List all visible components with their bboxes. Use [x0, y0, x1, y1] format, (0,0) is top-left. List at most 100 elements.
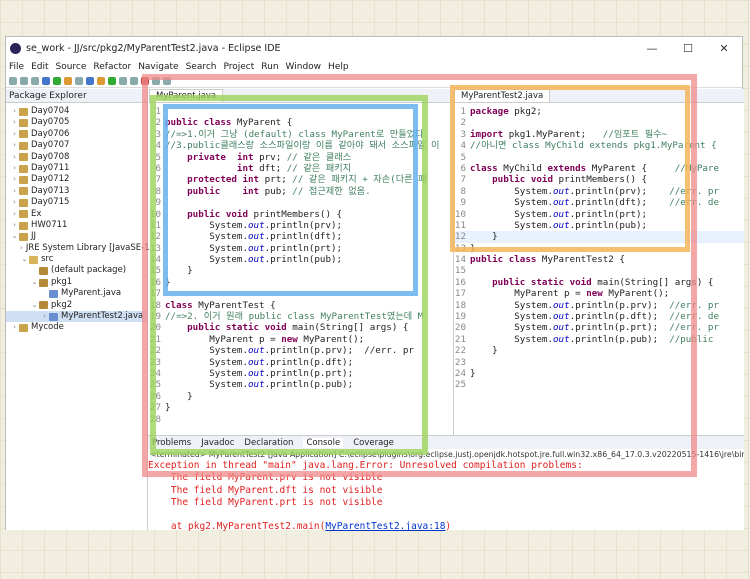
tree-item[interactable]: › Day0708 [6, 152, 147, 163]
expand-icon[interactable]: › [13, 163, 16, 172]
save-icon[interactable] [20, 76, 28, 85]
maximize-icon[interactable]: ☐ [683, 41, 693, 55]
external-tools-icon[interactable] [75, 76, 83, 85]
tab-myparent-java[interactable]: MyParent.java [149, 89, 224, 102]
code-token: .println(prt); [569, 208, 648, 220]
tree-item[interactable]: ›JRE System Library [JavaSE-1.8] [6, 243, 161, 254]
debug-icon[interactable] [42, 76, 50, 85]
code-token: new [281, 333, 298, 345]
coverage-icon[interactable] [64, 76, 72, 85]
code-token: System. [209, 242, 248, 254]
expand-icon[interactable]: › [13, 209, 16, 218]
expand-icon[interactable]: › [13, 129, 16, 138]
tree-item[interactable]: ›Day0713 [6, 186, 147, 197]
line-number: 19 [149, 311, 161, 323]
tree-item[interactable]: ›Day0712 [6, 174, 147, 185]
code-token: .println(pub); [264, 254, 343, 266]
stack-link[interactable]: MyParentTest2.java:18 [325, 521, 446, 533]
collapse-icon[interactable]: ⌄ [31, 300, 38, 309]
tree-item-selected[interactable]: ›MyParentTest2.java [6, 311, 147, 323]
tree-item[interactable]: ›Day0706 [6, 129, 147, 140]
menu-run[interactable]: Run [261, 61, 279, 72]
save-all-icon[interactable] [31, 76, 39, 85]
tree-item[interactable]: ⌄src [6, 254, 147, 265]
package-icon [39, 278, 48, 287]
new-package-icon[interactable] [97, 76, 105, 85]
menu-refactor[interactable]: Refactor [93, 61, 132, 72]
expand-icon[interactable]: › [13, 323, 16, 332]
code-token: out [553, 311, 570, 323]
minimize-icon[interactable]: — [646, 41, 658, 55]
menu-source[interactable]: Source [55, 61, 87, 72]
expand-icon[interactable]: › [13, 198, 16, 207]
line-number: 20 [454, 322, 466, 334]
tree-item[interactable]: ⌄JJ [6, 231, 147, 242]
tree-item[interactable]: ›Day0711 [6, 163, 147, 174]
forward-icon[interactable] [163, 76, 171, 85]
code-token: .println(dft); [569, 197, 670, 209]
new-class-icon[interactable] [108, 76, 116, 85]
tab-console[interactable]: Console [303, 437, 344, 448]
tree-item[interactable]: ›Ex [6, 209, 147, 220]
expand-icon[interactable]: › [13, 118, 16, 127]
tree-item[interactable]: ›Day0707 [6, 140, 147, 151]
expand-icon[interactable]: › [13, 220, 16, 229]
expand-icon[interactable]: › [13, 175, 16, 184]
expand-icon[interactable]: › [13, 107, 16, 115]
open-type-icon[interactable] [119, 76, 127, 85]
tab-myparenttest2-java[interactable]: MyParentTest2.java [454, 89, 551, 102]
project-icon [19, 221, 28, 230]
tree-item[interactable]: ⌄pkg1 [6, 277, 147, 288]
tree-item-label: Day0708 [31, 151, 70, 162]
menu-edit[interactable]: Edit [31, 61, 49, 72]
tree-item[interactable]: ›Day0704 [6, 106, 147, 117]
expand-icon[interactable]: › [13, 186, 16, 195]
tree-item[interactable]: ›HW0711 [6, 220, 147, 231]
expand-icon[interactable]: › [13, 152, 16, 161]
annotation-icon[interactable] [141, 76, 149, 85]
code-token: prv; [253, 151, 287, 163]
tree-item-label: Day0705 [31, 117, 70, 128]
expand-icon[interactable]: › [43, 312, 46, 321]
tree-item[interactable]: › Day0705 [6, 117, 147, 128]
tree-item[interactable]: ⌄pkg2 [6, 300, 147, 311]
stack-text: ) [445, 521, 452, 533]
back-icon[interactable] [152, 76, 160, 85]
tree-item[interactable]: ›Day0715 [6, 197, 147, 208]
line-number: 20 [149, 322, 161, 334]
run-icon[interactable] [53, 76, 61, 85]
menu-help[interactable]: Help [328, 61, 349, 72]
collapse-icon[interactable]: ⌄ [21, 255, 28, 264]
code-token: .println(dft); [264, 231, 343, 243]
search-icon[interactable] [130, 76, 138, 85]
code-comment: //=>2. 이거 원래 public class MyParentTest였는… [165, 311, 424, 323]
menu-window[interactable]: Window [285, 61, 322, 72]
menu-navigate[interactable]: Navigate [138, 61, 179, 72]
close-icon[interactable]: ✕ [719, 41, 729, 55]
tab-coverage[interactable]: Coverage [353, 437, 394, 448]
new-java-project-icon[interactable] [86, 76, 94, 85]
tab-problems[interactable]: Problems [152, 437, 192, 448]
menu-file[interactable]: File [9, 61, 25, 72]
tree-item[interactable]: (default package) [6, 265, 147, 276]
expand-icon[interactable]: › [20, 243, 23, 252]
new-icon[interactable] [9, 76, 17, 85]
java-file-icon [49, 312, 58, 321]
tree-item[interactable]: MyParent.java [6, 288, 147, 299]
project-icon [19, 119, 28, 128]
collapse-icon[interactable]: ⌄ [31, 277, 38, 286]
line-number: 22 [454, 345, 466, 357]
tab-declaration[interactable]: Declaration [244, 437, 294, 448]
code-comment: // 같은 클래스 [286, 151, 352, 163]
expand-icon[interactable]: › [13, 141, 16, 150]
collapse-icon[interactable]: ⌄ [11, 232, 18, 241]
menu-search[interactable]: Search [185, 61, 217, 72]
menu-project[interactable]: Project [223, 61, 255, 72]
code-token: System. [209, 219, 248, 231]
tree-item[interactable]: ›Mycode [6, 322, 147, 333]
code-token: pub; [259, 185, 293, 197]
tab-javadoc[interactable]: Javadoc [201, 437, 235, 448]
